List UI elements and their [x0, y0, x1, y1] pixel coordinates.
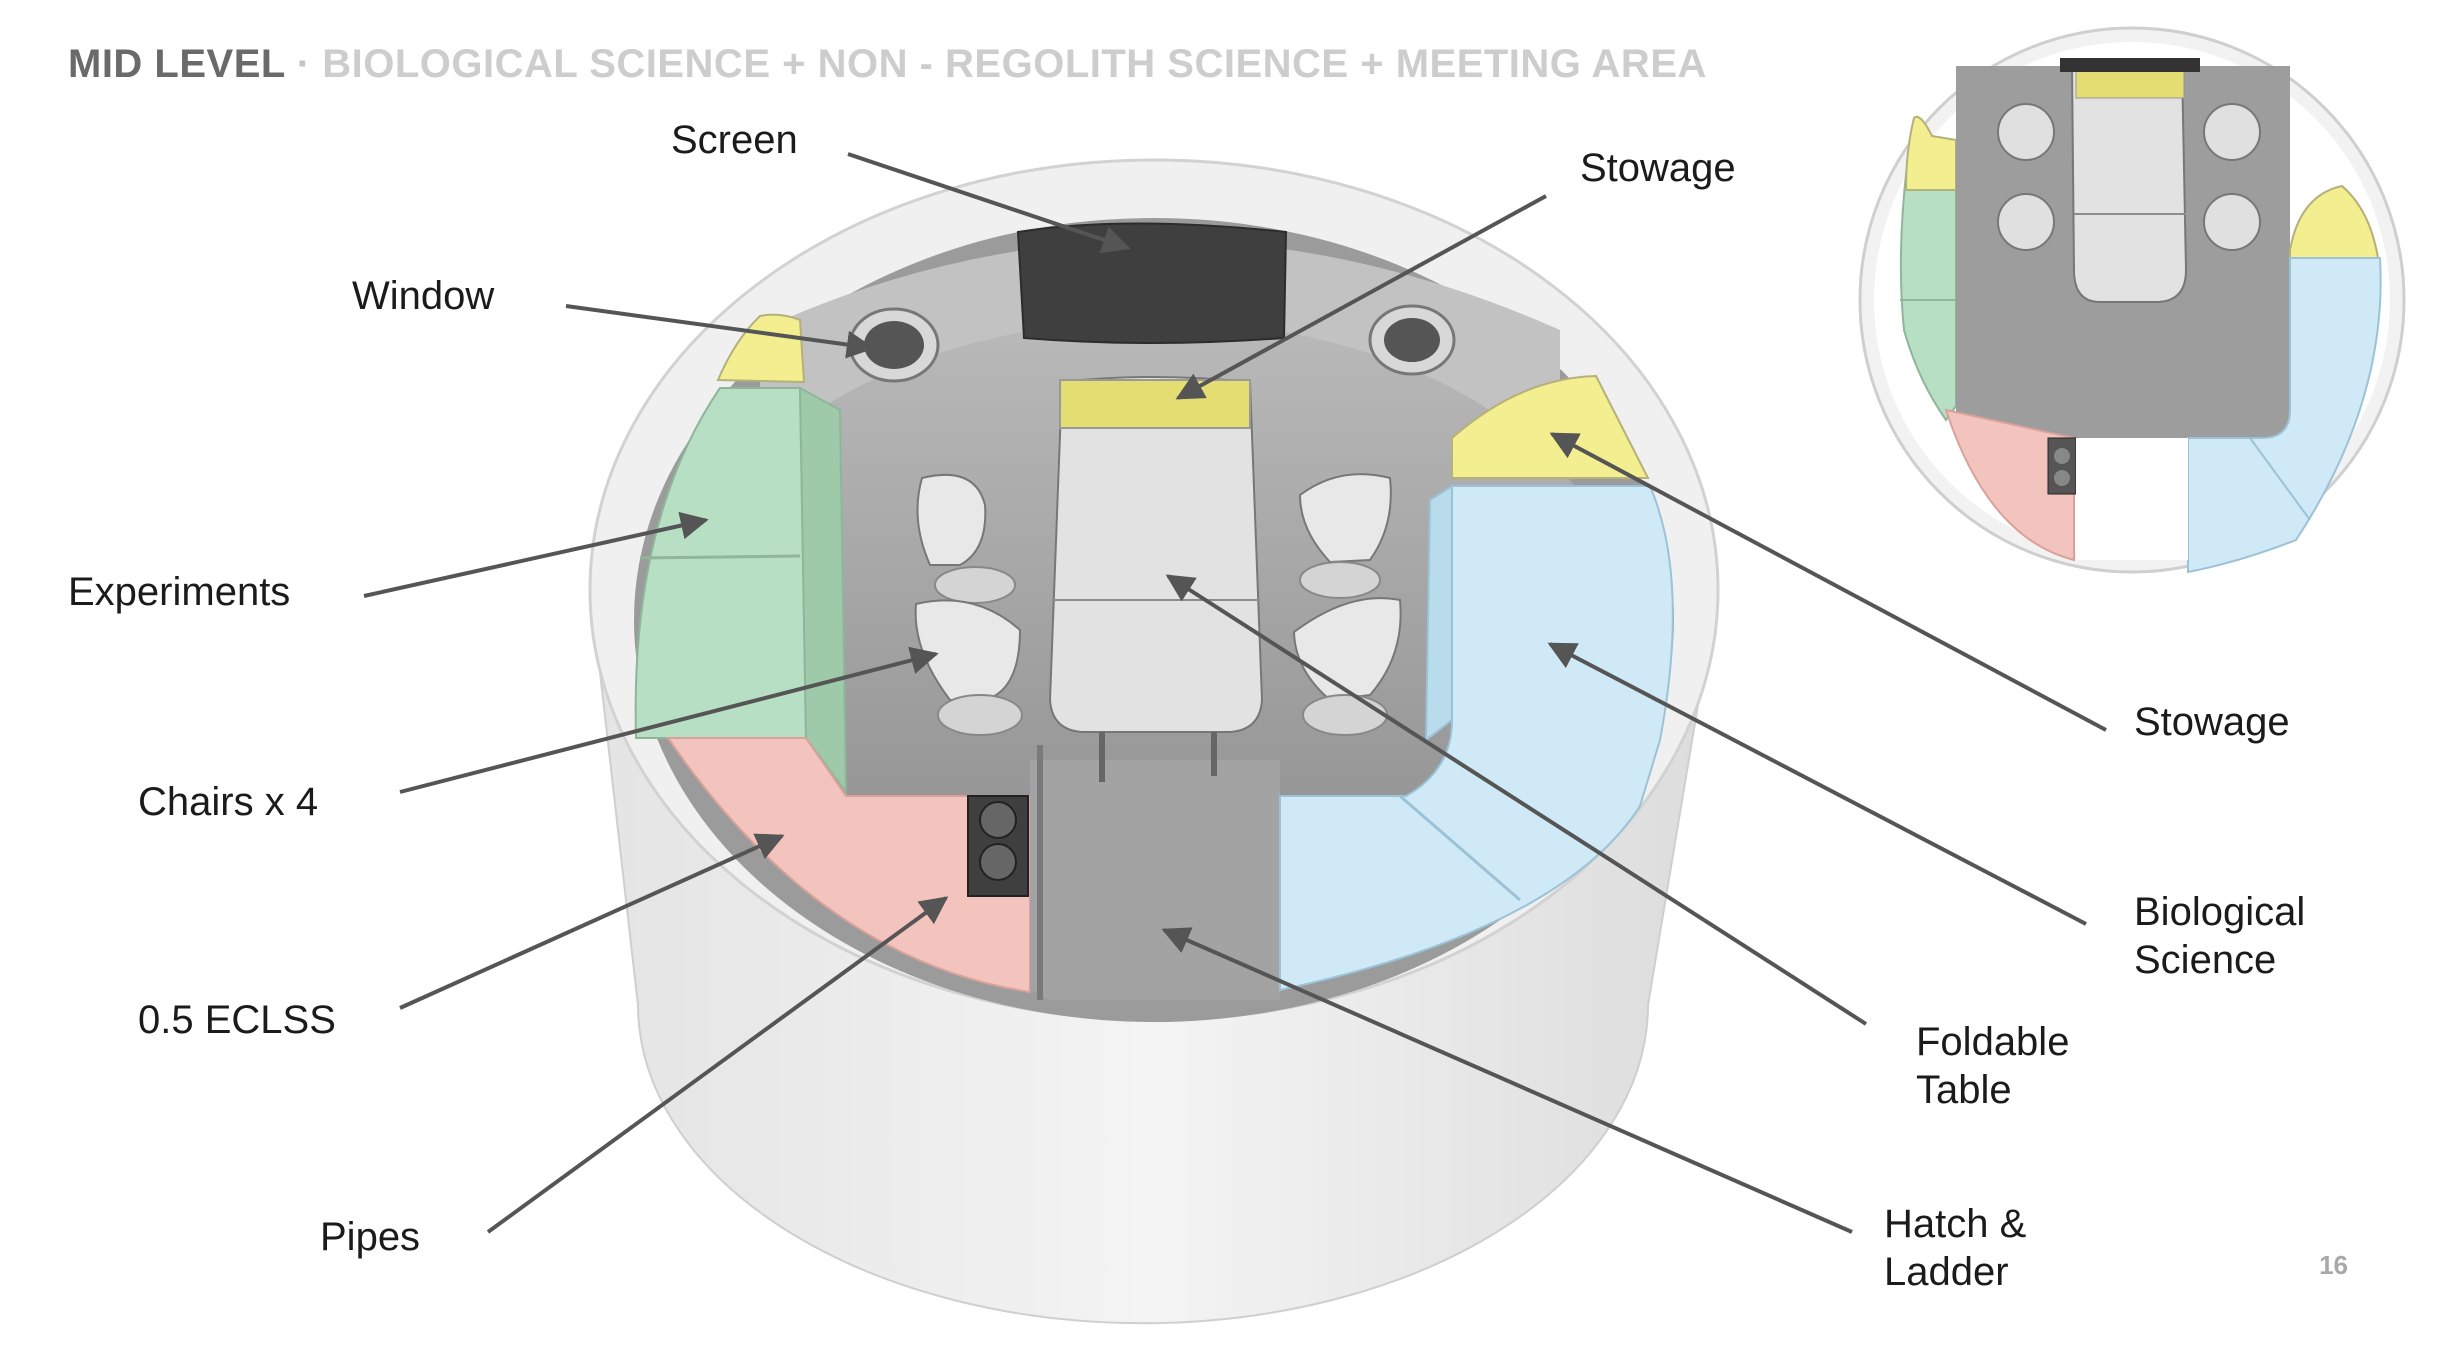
foldable-table: [1048, 376, 1264, 782]
window-left: [848, 307, 940, 383]
title-separator: ·: [296, 42, 311, 86]
plan-experiments: [1899, 126, 1957, 422]
experiments-module: [634, 386, 848, 796]
label-biological-line1: Biological: [2134, 890, 2306, 934]
label-experiments: Experiments: [68, 570, 291, 614]
plan-eclss: [1944, 408, 2075, 562]
label-foldable-line2: Table: [1916, 1068, 2012, 1112]
arrow-experiments: [363, 511, 709, 598]
plan-chair-2: [1997, 193, 2055, 251]
plan-table: [2070, 65, 2188, 303]
label-biological-line2: Science: [2134, 938, 2277, 982]
title-description: BIOLOGICAL SCIENCE + NON - REGOLITH SCIE…: [322, 42, 1707, 86]
plan-chair-4: [2203, 193, 2261, 251]
chair-1: [916, 473, 1016, 604]
arrow-hatch: [1161, 927, 1853, 1234]
label-chairs: Chairs x 4: [138, 780, 319, 824]
label-pipes: Pipes: [320, 1215, 421, 1259]
title-level: MID LEVEL: [68, 42, 286, 86]
label-hatch-line2: Ladder: [1884, 1250, 2009, 1294]
biological-science-module: [1279, 484, 1674, 992]
plan-screen: [2060, 58, 2200, 72]
eclss-module: [666, 737, 1031, 994]
label-stowage-top: Stowage: [1580, 146, 1736, 190]
screen: [1016, 222, 1288, 344]
slide-title: MID LEVEL · BIOLOGICAL SCIENCE + NON - R…: [68, 42, 1707, 87]
arrow-foldable-table: [1165, 574, 1868, 1026]
plan-hatch: [2076, 438, 2188, 560]
callout-arrows: [363, 152, 2107, 1234]
arrow-pipes: [486, 896, 949, 1234]
table-stowage-strip: [1059, 379, 1251, 429]
pipes: [967, 795, 1029, 897]
label-eclss: 0.5 ECLSS: [138, 998, 336, 1042]
label-foldable-line1: Foldable: [1916, 1020, 2070, 1064]
page-number: 16: [2319, 1250, 2348, 1280]
arrow-stowage-right: [1549, 432, 2107, 732]
arrow-chairs: [399, 646, 939, 794]
label-hatch-line1: Hatch &: [1884, 1202, 2027, 1246]
plan-biological: [2187, 257, 2382, 574]
chair-3: [1298, 473, 1392, 599]
plan-view-inset: [1858, 26, 2406, 574]
plan-stowage-right: [2289, 184, 2380, 259]
stowage-left-module: [716, 313, 806, 384]
arrow-biological: [1547, 642, 2087, 926]
plan-table-stowage: [2075, 67, 2185, 99]
arrow-stowage-top: [1175, 194, 1547, 400]
hatch-floor: [1030, 760, 1280, 1000]
arrow-window: [565, 304, 875, 359]
label-screen: Screen: [671, 118, 798, 162]
plan-chair-3: [2203, 103, 2261, 161]
label-stowage-right: Stowage: [2134, 700, 2290, 744]
label-window: Window: [352, 274, 495, 318]
arrow-screen: [847, 152, 1131, 254]
plan-chair-1: [1997, 103, 2055, 161]
window-right: [1368, 304, 1456, 376]
stowage-right-module: [1451, 374, 1650, 479]
chair-2: [914, 599, 1023, 736]
arrow-eclss: [399, 833, 785, 1010]
